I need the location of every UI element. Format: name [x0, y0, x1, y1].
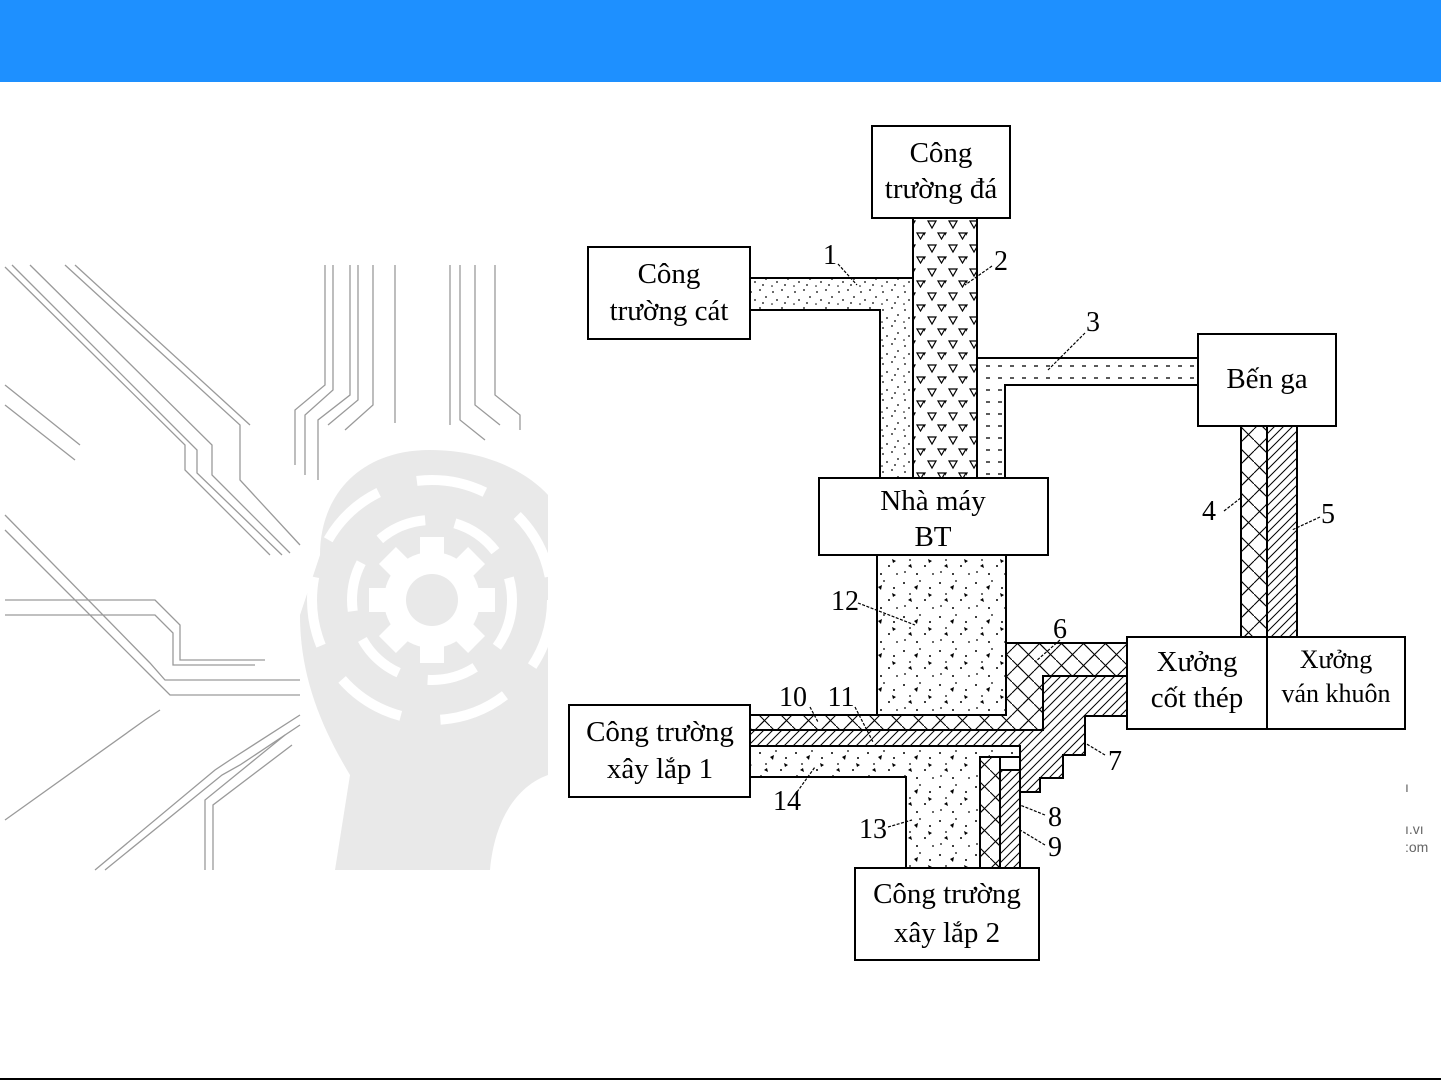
node-cong-truong-cat — [587, 246, 751, 340]
gear-head-circuit-icon — [4, 264, 548, 871]
node-label: Xưởng — [1157, 646, 1238, 678]
node-label: xây lắp 2 — [894, 917, 1000, 949]
watermark-text-2: ı.vı :om — [1405, 820, 1428, 856]
flow-label-6: 6 — [1053, 614, 1067, 645]
node-label: BT — [914, 521, 951, 553]
node-label: Bến ga — [1226, 363, 1307, 395]
flow-label-10: 10 — [779, 682, 807, 713]
flow-1-band — [749, 277, 914, 479]
node-label: Công trường — [586, 716, 734, 748]
node-nha-may-bt — [818, 477, 1049, 556]
node-label: Công trường — [873, 878, 1021, 910]
flow-5-band — [1266, 425, 1298, 638]
node-cong-truong-xay-lap-1 — [568, 704, 751, 798]
flow-4-band — [1240, 425, 1268, 638]
watermark-line-1: ı — [1405, 779, 1409, 795]
flow-label-8: 8 — [1048, 802, 1062, 833]
flow-label-9: 9 — [1048, 832, 1062, 863]
node-xuong-cot-thep — [1126, 636, 1268, 730]
node-label: Xưởng — [1300, 645, 1373, 674]
flow-label-3: 3 — [1086, 307, 1100, 338]
node-label: ván khuôn — [1281, 679, 1390, 708]
watermark-line-3: :om — [1405, 839, 1429, 855]
flow-3-band — [976, 357, 1199, 479]
bottom-divider — [0, 1078, 1441, 1080]
node-label: trường cát — [610, 295, 729, 327]
slide-header-bar — [0, 0, 1441, 82]
flow-label-7: 7 — [1108, 746, 1122, 777]
flow-label-2: 2 — [994, 246, 1008, 277]
flow-label-4: 4 — [1202, 496, 1216, 527]
node-label: cốt thép — [1151, 682, 1244, 714]
flow-label-13: 13 — [859, 814, 887, 845]
node-cong-truong-xay-lap-2 — [854, 867, 1040, 961]
flow-label-14: 14 — [773, 786, 801, 817]
flow-label-5: 5 — [1321, 499, 1335, 530]
flow-label-1: 1 — [823, 240, 837, 271]
node-label: Nhà máy — [880, 485, 986, 517]
flow-label-11: 11 — [828, 682, 855, 713]
node-label: Công — [910, 137, 973, 169]
watermark-line-2: ı.vı — [1405, 821, 1424, 837]
flow-label-12: 12 — [831, 586, 859, 617]
node-xuong-van-khuon — [1266, 636, 1406, 730]
node-label: trường đá — [885, 173, 998, 205]
flow-12-band — [876, 554, 1007, 716]
node-cong-truong-da — [871, 125, 1011, 219]
flow-8-band — [979, 756, 1001, 869]
node-label: xây lắp 1 — [607, 753, 713, 785]
flow-9-band — [999, 769, 1021, 869]
watermark-text: ı — [1405, 778, 1409, 796]
node-ben-ga — [1197, 333, 1337, 427]
node-label: Công — [638, 258, 701, 290]
flow-2-band — [912, 217, 978, 479]
